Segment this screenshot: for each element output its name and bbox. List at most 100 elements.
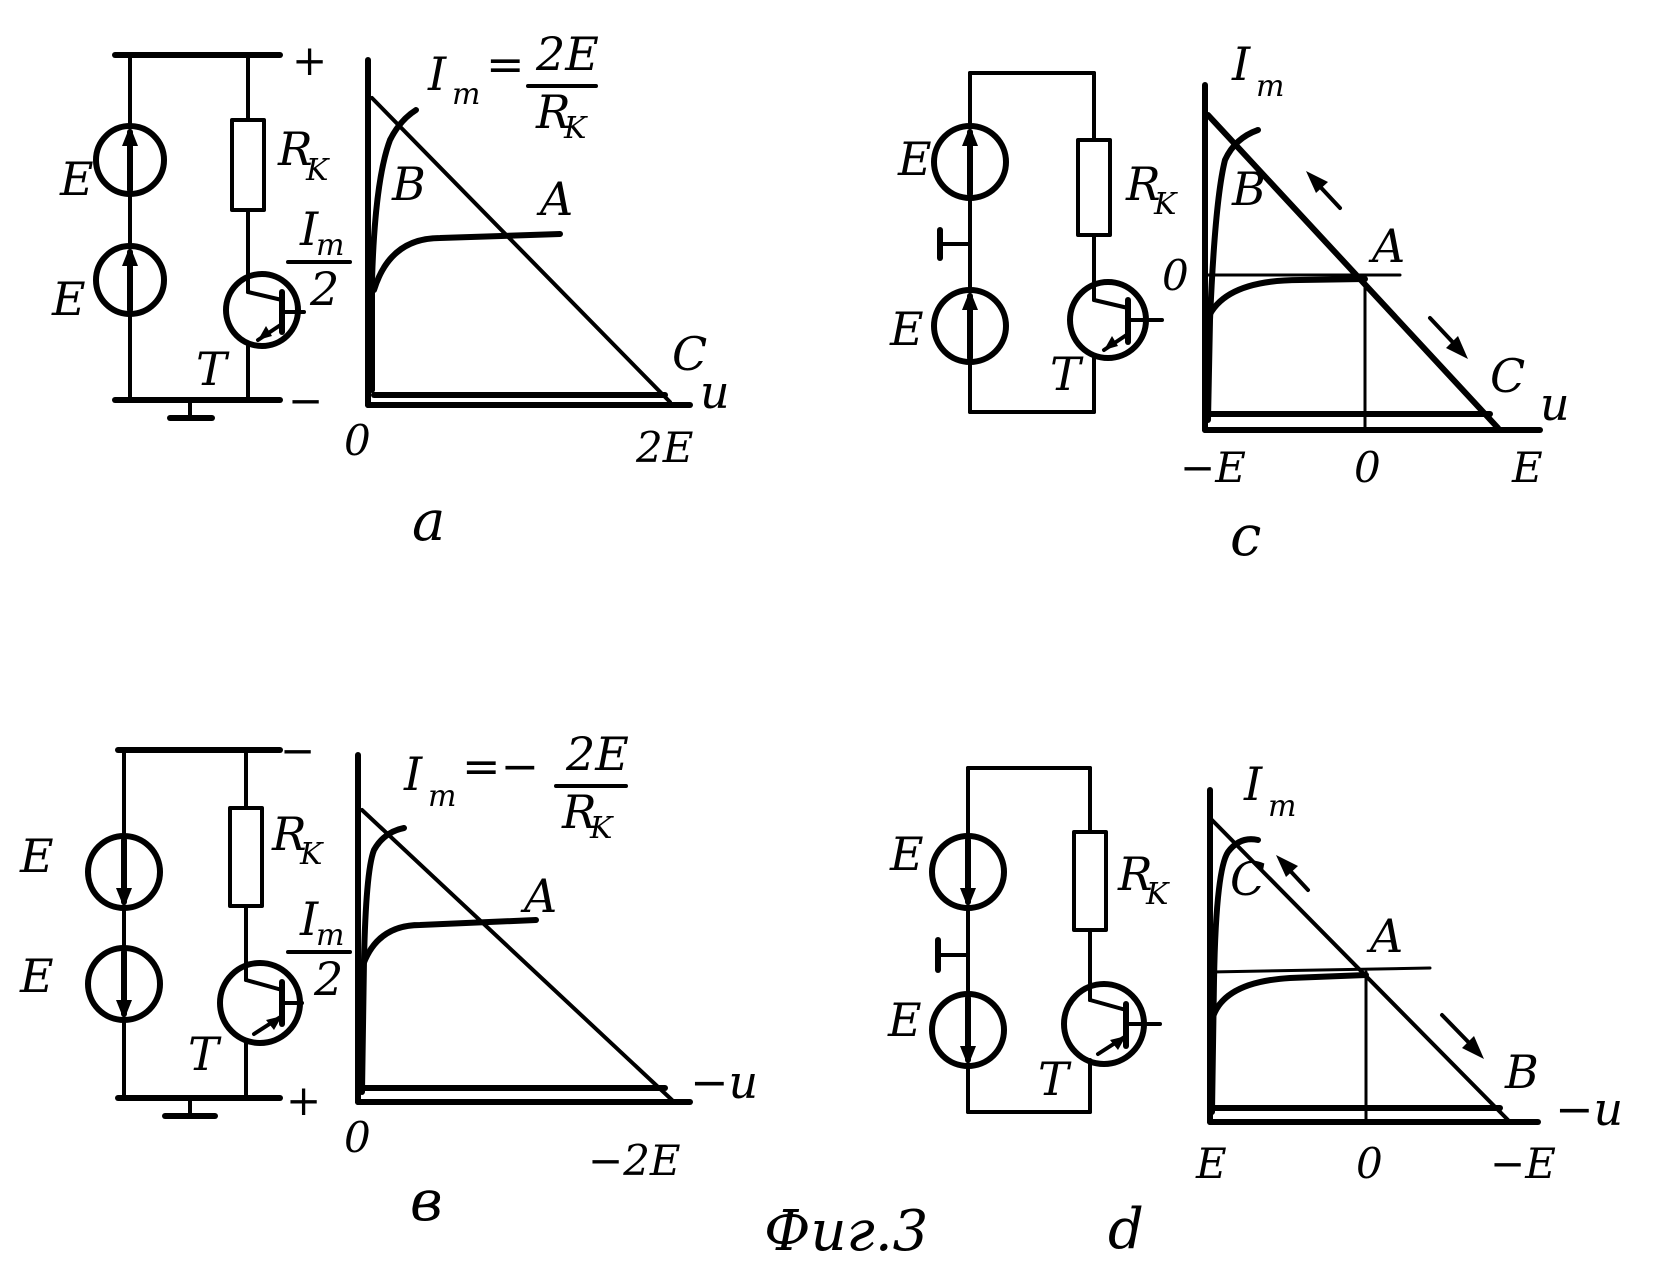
panel-a-graph: I m = 2E R K B A C u 0 2E [344,27,730,472]
panel-a-circuit: + − E E R K T I m 2 [51,36,352,425]
panel-b-graph: I m =− 2E R K A −u 0 −2E [344,727,758,1185]
x-axis-label: −u [690,1055,758,1109]
saturation-curve [1205,127,1261,423]
arrow-down-head [1446,336,1468,359]
im-sub: m [428,779,456,814]
arrow-up-head [1276,855,1298,877]
formula-numerator: 2E [565,727,629,781]
panel-letter: d [1108,1197,1144,1262]
source-label: E [19,949,54,1003]
x-tick-zero: 0 [344,416,371,465]
point-B-label: B [1504,1045,1539,1099]
characteristic-curve [371,231,563,293]
resistor-icon [228,806,264,908]
source-label: E [19,829,54,883]
characteristic-curve [359,917,539,971]
formula-denominator-sub: K [589,811,614,846]
panel-letter: a [412,489,445,554]
x-tick-end: 2E [635,423,693,472]
point-A-label: A [536,172,573,226]
x-tick-end: −2E [588,1136,681,1185]
im-sub: m [452,77,480,112]
saturation-curve [1209,836,1261,1115]
resistor-icon [1076,138,1112,237]
point-A-label: A [520,869,557,923]
load-line [360,808,674,1102]
half-current-num: I [299,202,319,256]
y-tick-zero: 0 [1162,251,1189,300]
source-label: E [889,827,924,881]
half-current-den: 2 [309,262,339,316]
source-label: E [897,132,932,186]
panel-b: − + E E R K T I m 2 I m =− 2E R K A [19,726,758,1234]
saturation-curve [369,107,419,393]
panel-d-circuit: E E R K T [887,766,1170,1114]
resistor-icon [1072,830,1108,932]
formula-denominator: R [561,785,597,839]
plus-sign: + [292,36,327,85]
panel-letter: в [410,1169,443,1234]
half-current-num: I [299,892,319,946]
im-equals: = [486,37,525,91]
zero-level-line [1208,966,1432,974]
point-B-label: B [1231,162,1266,216]
point-A-label: A [1366,909,1403,963]
x-axis-label: −u [1555,1082,1623,1136]
resistor-sub: K [1153,187,1178,222]
im-label: I [427,47,447,101]
panel-c: E E R K T I m B A C 0 u −E 0 [889,37,1570,569]
x-axis-label: u [700,365,730,419]
resistor-sub: K [299,837,324,872]
characteristic-curve [1205,276,1368,321]
im-label: I [1231,37,1251,91]
figure-caption: Фиг.3 [764,1199,928,1264]
resistor-label: R [1117,847,1153,901]
im-equals: =− [462,739,539,793]
minus-sign: − [288,376,323,425]
source-label: E [887,993,922,1047]
formula-denominator: R [535,85,571,139]
point-B-label: B [391,157,426,211]
source-label: E [51,272,86,326]
arrow-up-head [1306,171,1328,193]
plus-sign: + [286,1076,321,1125]
panel-letter: c [1230,504,1261,569]
panel-c-graph: I m B A C 0 u −E 0 E [1162,37,1570,492]
formula-denominator-sub: K [563,111,588,146]
im-sub: m [1256,69,1284,104]
im-label: I [403,747,423,801]
point-C-label: C [1490,349,1525,403]
resistor-sub: K [305,153,330,188]
resistor-icon [230,118,266,212]
load-line [1210,818,1510,1122]
half-current-num-sub: m [316,918,344,953]
x-tick-left: E [1195,1139,1227,1188]
transistor-label: T [188,1027,222,1081]
resistor-label: R [271,807,307,861]
resistor-label: R [277,122,313,176]
point-A-label: A [1368,219,1405,273]
panel-c-circuit: E E R K T [889,71,1178,414]
minus-sign: − [280,726,315,775]
resistor-sub: K [1145,877,1170,912]
point-C-label: C [672,327,707,381]
x-axis-label: u [1540,377,1570,431]
formula-numerator: 2E [535,27,599,81]
transistor-label: T [196,342,230,396]
x-tick-mid: 0 [1354,443,1381,492]
x-tick-mid: 0 [1356,1139,1383,1188]
panel-d: E E R K T I m C A B −u E 0 − [887,757,1623,1262]
x-tick-right: E [1511,443,1543,492]
transistor-label: T [1050,347,1084,401]
arrow-down-head [1462,1036,1484,1059]
point-C-label: C [1230,852,1265,906]
half-current-den: 2 [313,952,343,1006]
panel-a: + − E E R K T I m 2 I m = 2E R K B [51,27,730,554]
transistor-label: T [1038,1052,1072,1106]
source-label: E [59,152,94,206]
panel-b-circuit: − + E E R K T I m 2 [19,726,352,1125]
source-label: E [889,302,924,356]
panel-d-graph: I m C A B −u E 0 −E [1195,757,1623,1188]
